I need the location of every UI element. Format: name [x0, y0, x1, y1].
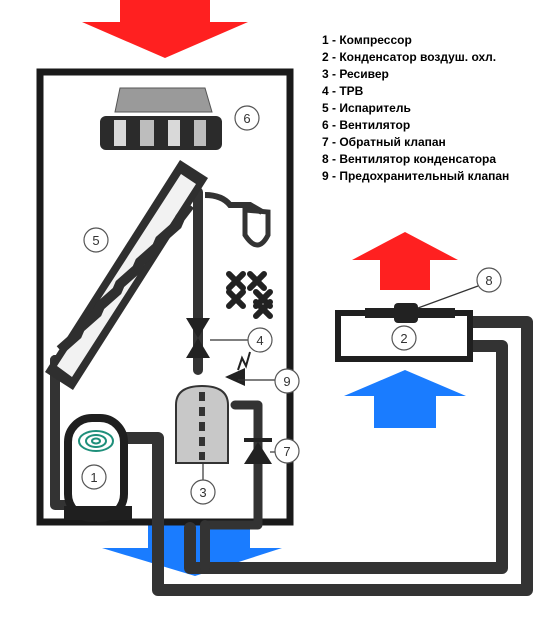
trv-sensing-bulb [204, 192, 271, 248]
legend-item-check-valve: 7 - Обратный клапан [322, 135, 446, 149]
top-hot-air-arrow [82, 0, 248, 58]
marker-fan: 6 [234, 105, 260, 131]
marker-condenser: 2 [391, 325, 417, 351]
svg-text:6: 6 [243, 111, 250, 126]
marker-compressor: 1 [81, 464, 107, 490]
trv-valve [186, 318, 210, 358]
safety-valve [225, 351, 251, 386]
unit-housing [36, 68, 294, 526]
svg-text:9: 9 [283, 374, 290, 389]
marker-trv: 4 [247, 327, 273, 353]
svg-text:7: 7 [283, 444, 290, 459]
check-valve [244, 438, 272, 464]
fan [100, 87, 222, 150]
legend-item-safety-valve: 9 - Предохранительный клапан [322, 169, 510, 183]
legend-item-fan: 6 - Вентилятор [322, 118, 411, 132]
cross-marks [226, 271, 273, 319]
marker-safety-valve: 9 [274, 368, 300, 394]
legend-item-condenser: 2 - Конденсатор воздуш. охл. [322, 50, 497, 64]
legend-item-receiver: 3 - Ресивер [322, 67, 389, 81]
legend-item-evaporator: 5 - Испаритель [322, 101, 411, 115]
svg-text:4: 4 [256, 333, 263, 348]
marker-receiver: 3 [190, 479, 216, 505]
svg-text:5: 5 [92, 233, 99, 248]
leader-lines [202, 285, 479, 482]
marker-check-valve: 7 [274, 438, 300, 464]
condenser-hot-air-arrow [352, 232, 458, 290]
svg-text:2: 2 [400, 331, 407, 346]
evaporator [45, 160, 208, 390]
legend-item-compressor: 1 - Компрессор [322, 33, 412, 47]
receiver [175, 384, 229, 464]
condenser-cold-air-arrow [344, 370, 466, 428]
legend-item-trv: 4 - ТРВ [322, 84, 364, 98]
svg-text:1: 1 [90, 470, 97, 485]
marker-evaporator: 5 [83, 227, 109, 253]
svg-text:3: 3 [199, 485, 206, 500]
svg-text:8: 8 [485, 273, 492, 288]
marker-condenser-fan: 8 [476, 267, 502, 293]
legend: 1 - Компрессор 2 - Конденсатор воздуш. о… [322, 32, 509, 185]
legend-item-condenser-fan: 8 - Вентилятор конденсатора [322, 152, 497, 166]
condenser-fan [365, 303, 455, 323]
